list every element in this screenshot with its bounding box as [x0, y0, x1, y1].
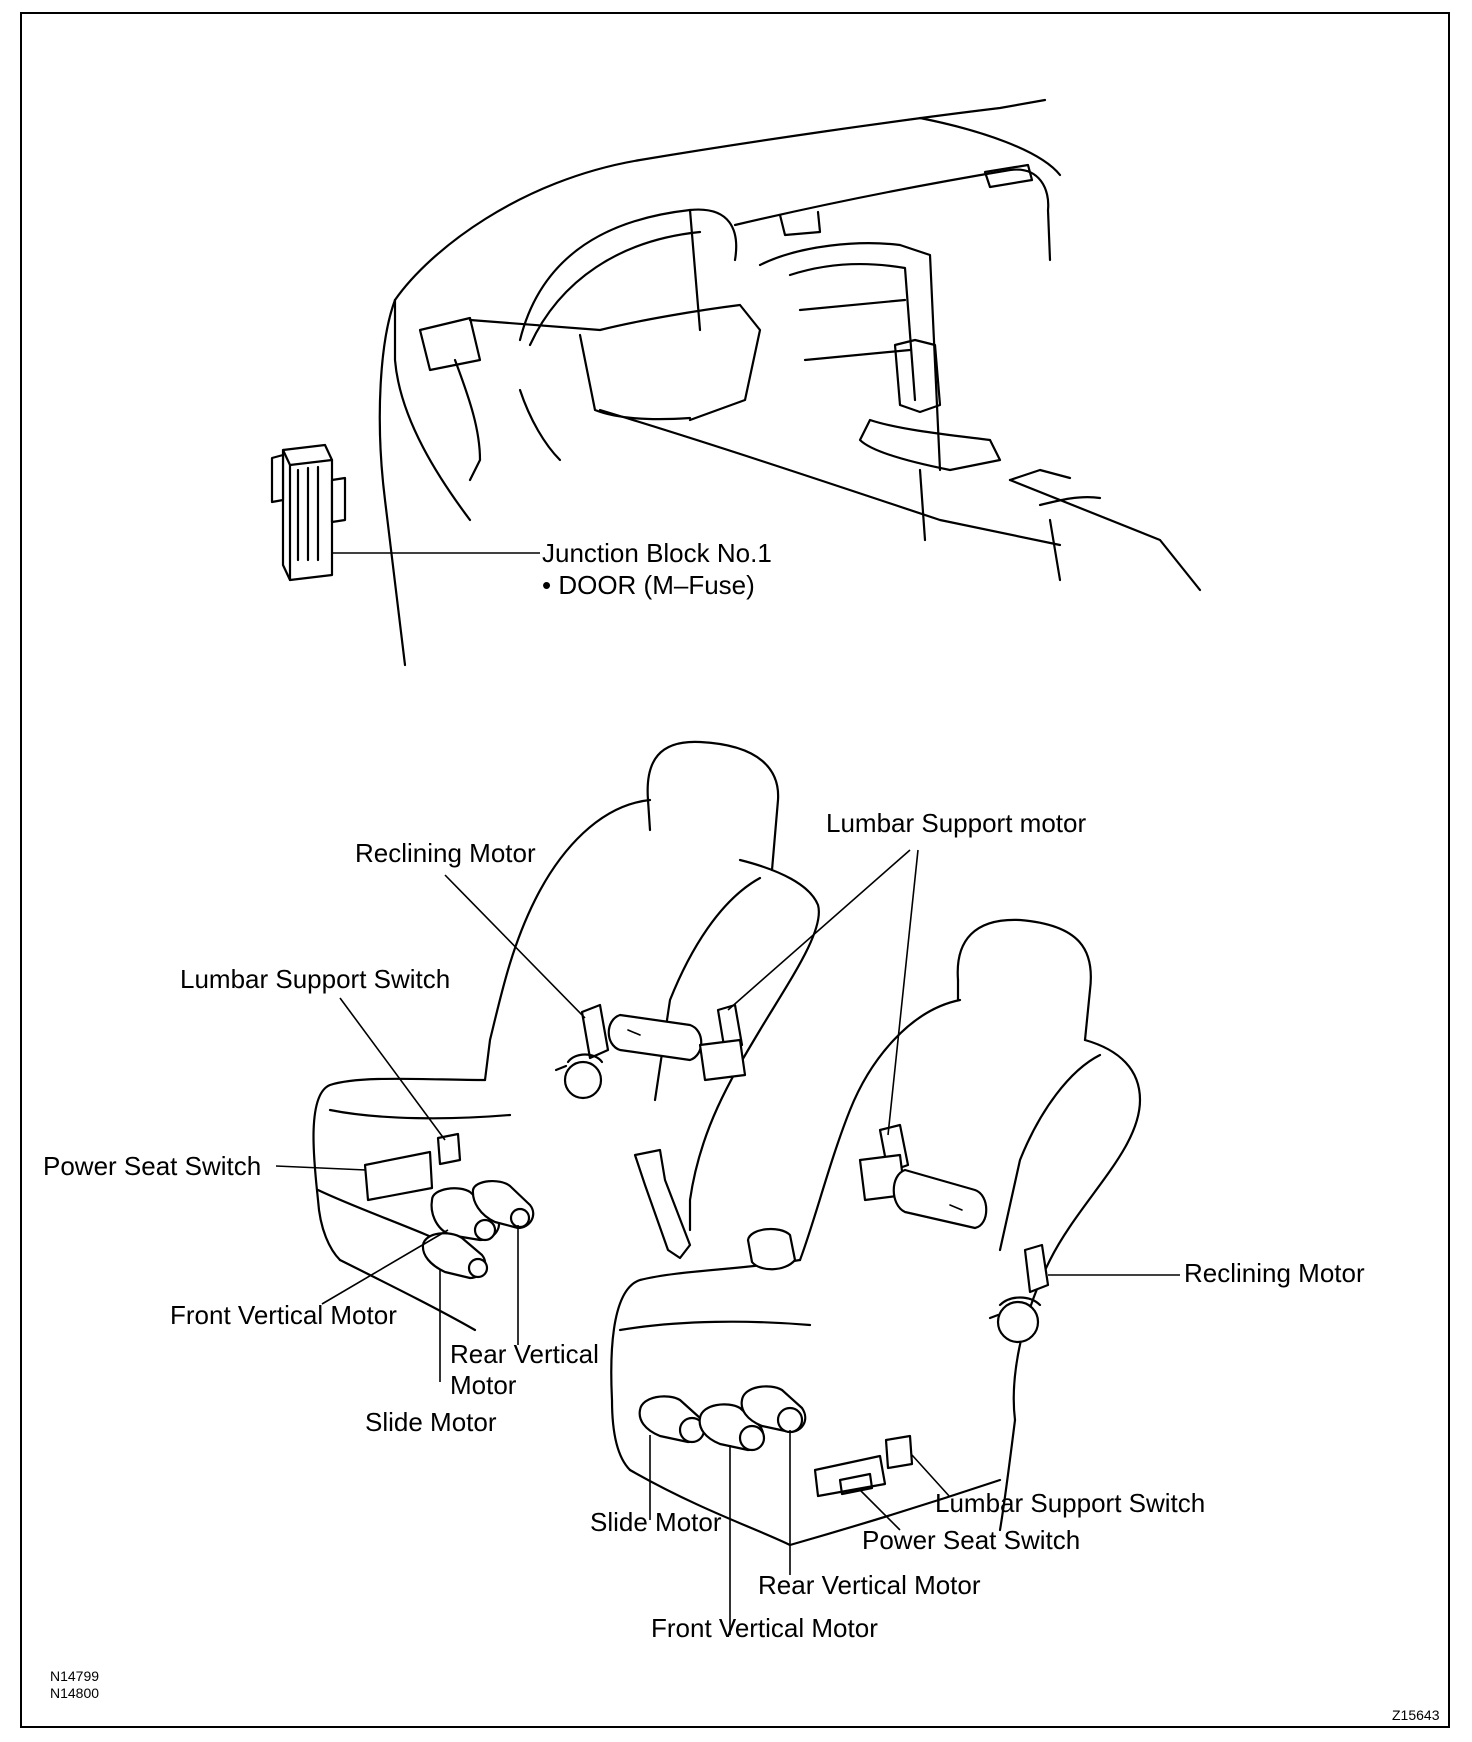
diagram-frame	[20, 12, 1450, 1728]
label-lumbar-support-motor: Lumbar Support motor	[826, 808, 1087, 838]
reference-code-2: N14800	[50, 1685, 100, 1701]
label-reclining-motor-left: Reclining Motor	[355, 838, 536, 868]
label-power-seat-switch-right: Power Seat Switch	[862, 1525, 1081, 1555]
figure-id: Z15643	[1392, 1707, 1440, 1723]
label-slide-motor-left: Slide Motor	[365, 1407, 497, 1437]
label-front-vertical-motor-right: Front Vertical Motor	[651, 1613, 878, 1643]
leader-lines	[275, 849, 1180, 1635]
label-reclining-motor-right: Reclining Motor	[1184, 1258, 1365, 1288]
label-junction-block: Junction Block No.1	[542, 538, 772, 568]
label-rear-vertical-left-line2: Motor	[450, 1370, 517, 1400]
label-door-fuse: • DOOR (M–Fuse)	[542, 570, 755, 600]
dashboard-drawing	[378, 98, 1202, 667]
label-lumbar-support-switch-right: Lumbar Support Switch	[935, 1488, 1206, 1518]
label-power-seat-switch-left: Power Seat Switch	[43, 1151, 262, 1181]
label-front-vertical-motor-left: Front Vertical Motor	[170, 1300, 397, 1330]
label-lumbar-support-switch-left: Lumbar Support Switch	[180, 964, 451, 994]
junction-block-drawing	[270, 443, 540, 582]
reference-code-1: N14799	[50, 1668, 100, 1684]
left-seat-drawing	[312, 740, 820, 1332]
label-rear-vertical-left-line1: Rear Vertical	[450, 1339, 599, 1369]
right-seat-drawing	[610, 918, 1142, 1547]
label-rear-vertical-motor-right: Rear Vertical Motor	[758, 1570, 981, 1600]
label-slide-motor-right: Slide Motor	[590, 1507, 722, 1537]
